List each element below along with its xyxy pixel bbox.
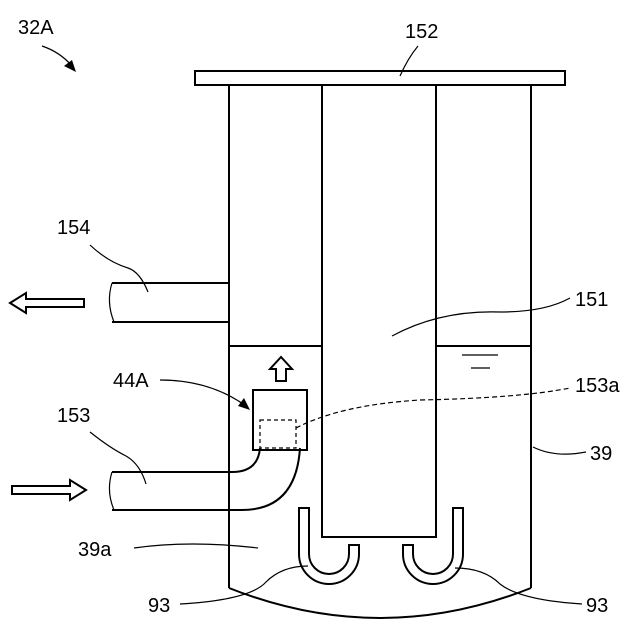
label-figure-ref: 32A	[18, 17, 54, 39]
leader-tank	[533, 447, 586, 454]
outlet-pipe-break	[109, 283, 114, 322]
u-tube-left	[299, 508, 359, 584]
label-tank: 39	[590, 443, 612, 465]
label-lid: 152	[405, 21, 438, 43]
label-u-tube-left: 93	[148, 595, 170, 617]
label-u-tube-right: 93	[586, 595, 608, 617]
tank-bottom	[229, 588, 531, 618]
inlet-pipe-top	[112, 448, 260, 472]
lid-plate	[195, 71, 565, 85]
leader-inlet-pipe	[90, 432, 146, 484]
leader-inner-column	[392, 298, 570, 336]
label-outlet-pipe: 154	[57, 217, 90, 239]
leader-inlet-end	[296, 388, 570, 428]
inflow-arrow-icon	[12, 480, 86, 500]
leader-nozzle-arrowhead	[238, 398, 250, 410]
leader-outlet-pipe	[90, 245, 148, 292]
upflow-arrow-icon	[270, 357, 292, 381]
label-tank-interior: 39a	[78, 539, 112, 561]
inlet-pipe-break	[109, 472, 114, 510]
label-nozzle-block: 44A	[113, 370, 149, 392]
leader-nozzle-block	[160, 380, 246, 406]
label-inlet-pipe: 153	[57, 405, 90, 427]
inner-column	[322, 85, 436, 537]
leader-u-tube-left	[180, 566, 308, 604]
figure-ref-arrow	[42, 46, 72, 66]
inlet-end-hidden-outline	[260, 420, 296, 448]
inlet-pipe-bottom	[112, 448, 300, 510]
outflow-arrow-icon	[10, 293, 84, 313]
figure-ref-arrowhead	[64, 60, 76, 72]
leader-tank-interior	[134, 544, 258, 548]
label-inlet-end: 153a	[575, 375, 620, 397]
leader-u-tube-right	[455, 568, 582, 604]
u-tube-right	[403, 508, 463, 584]
label-inner-column: 151	[575, 289, 608, 311]
